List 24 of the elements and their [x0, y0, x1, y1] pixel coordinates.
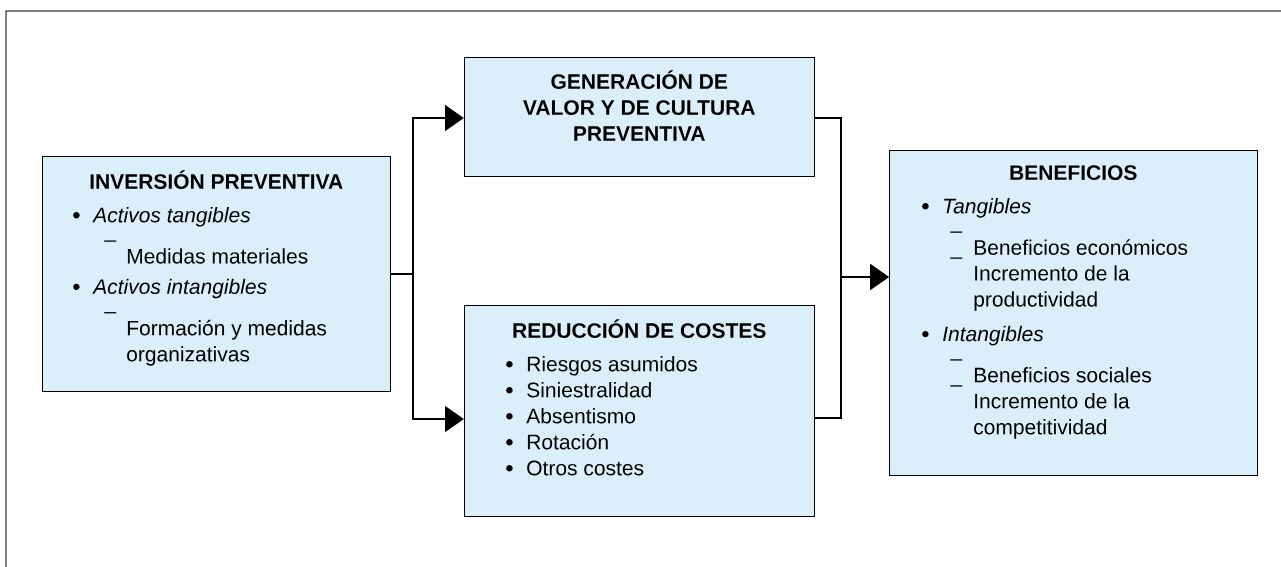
sub-item: Incremento de la productividad — [949, 257, 1130, 311]
sub-item: Incremento de la competitividad — [949, 385, 1130, 439]
bullet-item: Absentismo — [506, 408, 636, 424]
bullet-item: Tangibles — [922, 198, 1031, 218]
process-box — [464, 57, 815, 177]
bullet-item: Riesgos asumidos — [506, 356, 697, 376]
sub-item: Beneficios económicos — [949, 231, 1188, 255]
sub-item: Beneficios sociales — [949, 359, 1151, 383]
process-box — [464, 305, 815, 517]
bullet-item: Intangibles — [922, 325, 1044, 346]
process-box — [889, 150, 1258, 476]
heading: REDUCCIÓN DE COSTES — [513, 319, 766, 338]
arrow — [814, 263, 889, 419]
bullet-item: Rotación — [506, 433, 608, 450]
bullet-item: Siniestralidad — [506, 382, 651, 398]
sub-item: Formación y medidas organizativas — [103, 312, 327, 366]
bullet-item: Activos tangibles — [73, 207, 251, 227]
heading: INVERSIÓN PREVENTIVA — [90, 170, 343, 189]
bullet-item: Activos intangibles — [73, 278, 267, 299]
heading: BENEFICIOS — [1010, 165, 1137, 181]
sub-item: Medidas materiales — [103, 240, 308, 264]
heading: GENERACIÓN DE VALOR Y DE CULTURA PREVENTIVA — [523, 70, 755, 141]
bullet-item: Otros costes — [506, 460, 644, 476]
process-box — [42, 156, 391, 392]
